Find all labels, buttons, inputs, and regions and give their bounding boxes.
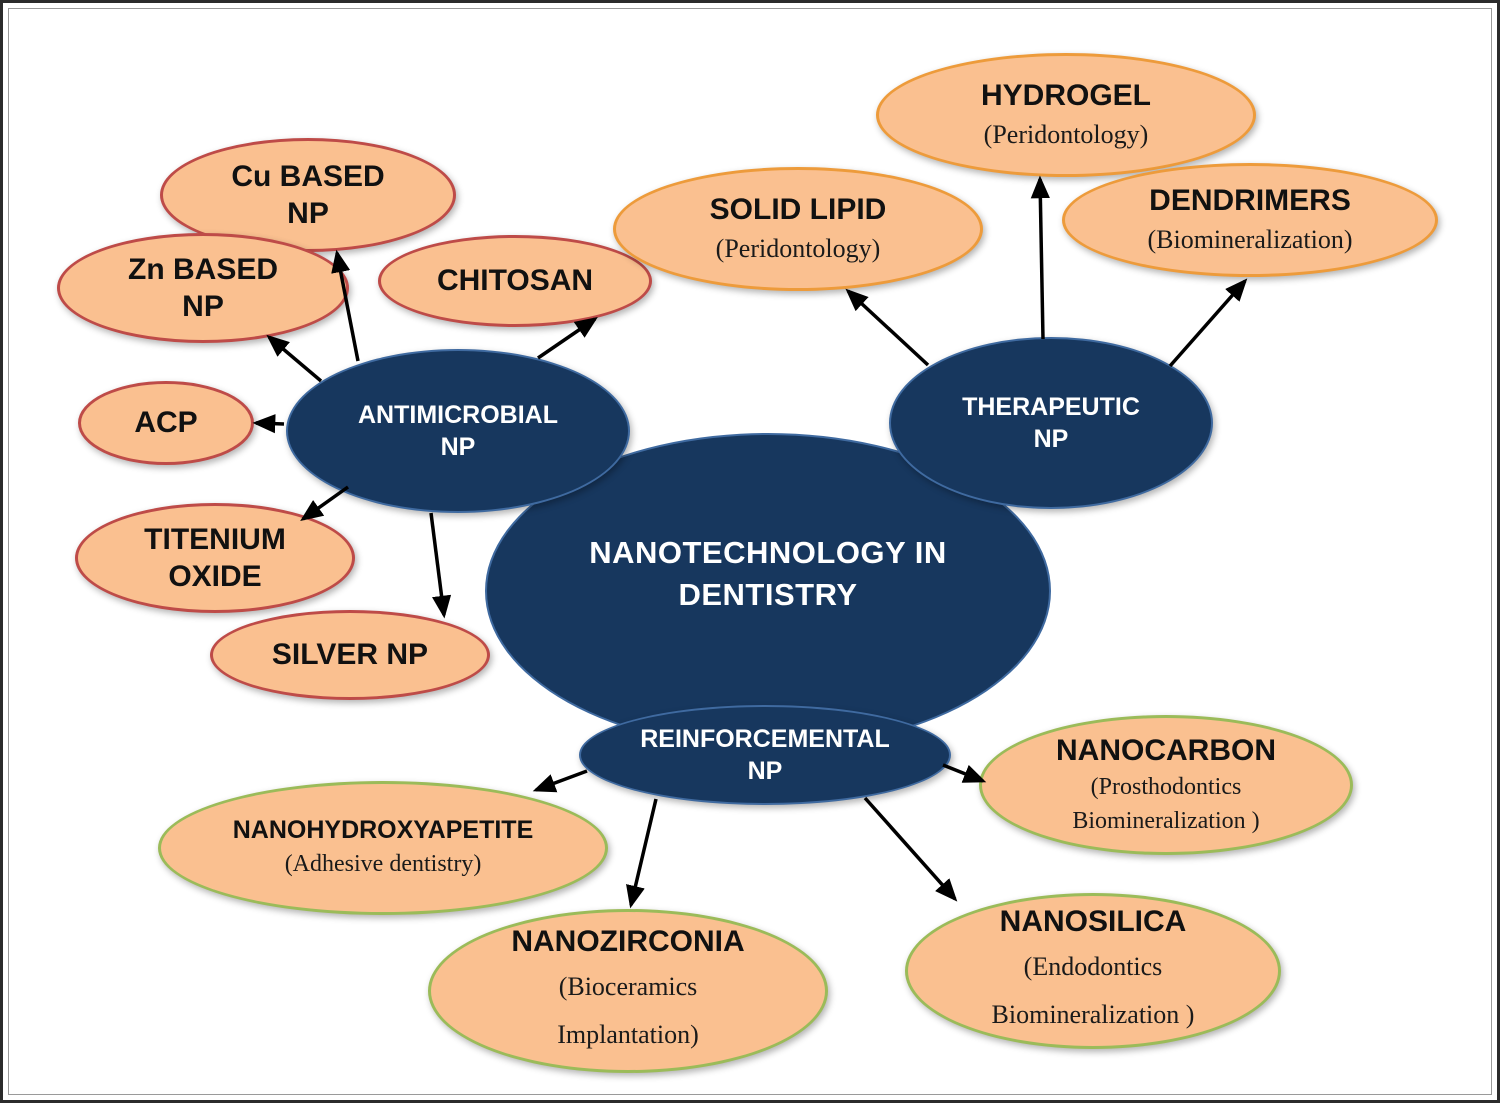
leaf-zn-based-np-label: Zn BASED NP xyxy=(128,252,278,324)
arrow-therapeutic-to-hydrogel xyxy=(1030,175,1050,340)
leaf-dendrimers-sublabel: (Biomineralization) xyxy=(1147,224,1353,254)
leaf-nanocarbon-label: NANOCARBON xyxy=(1056,733,1276,767)
leaf-nanozirconia: NANOZIRCONIA (Bioceramics Implantation) xyxy=(428,909,828,1073)
leaf-nanozirconia-sublabel: (Bioceramics Implantation) xyxy=(557,971,699,1049)
hub-reinforcemental-np: REINFORCEMENTAL NP xyxy=(579,705,951,805)
leaf-nanosilica-label: NANOSILICA xyxy=(999,905,1187,939)
leaf-nanohydroxyapetite: NANOHYDROXYAPETITE (Adhesive dentistry) xyxy=(158,781,608,915)
hub-therapeutic-label: THERAPEUTIC NP xyxy=(962,392,1140,454)
arrow-antimicrobial-to-zn xyxy=(266,334,323,383)
leaf-hydrogel: HYDROGEL (Peridontology) xyxy=(876,53,1256,177)
arrow-reinforcemental-to-nanohydroxyapetite xyxy=(532,769,588,793)
leaf-acp-label: ACP xyxy=(134,406,198,440)
arrow-reinforcemental-to-nanocarbon xyxy=(942,763,987,783)
arrow-therapeutic-to-solid-lipid xyxy=(845,288,930,367)
leaf-solid-lipid: SOLID LIPID (Peridontology) xyxy=(613,167,983,291)
leaf-acp: ACP xyxy=(78,381,254,465)
leaf-dendrimers: DENDRIMERS (Biomineralization) xyxy=(1062,163,1438,277)
hub-reinforcemental-label: REINFORCEMENTAL NP xyxy=(640,724,890,786)
leaf-chitosan: CHITOSAN xyxy=(378,235,652,327)
leaf-nanocarbon: NANOCARBON (Prosthodontics Biomineraliza… xyxy=(979,715,1353,855)
leaf-silver-np: SILVER NP xyxy=(210,610,490,700)
leaf-hydrogel-sublabel: (Peridontology) xyxy=(983,119,1149,149)
leaf-nanozirconia-label: NANOZIRCONIA xyxy=(511,925,745,959)
leaf-cu-based-np-label: Cu BASED NP xyxy=(231,159,385,231)
arrow-therapeutic-to-dendrimers xyxy=(1168,278,1248,368)
leaf-solid-lipid-label: SOLID LIPID xyxy=(709,193,887,227)
leaf-nanosilica-sublabel: (Endodontics Biomineralization ) xyxy=(991,951,1195,1029)
leaf-chitosan-label: CHITOSAN xyxy=(436,264,594,298)
leaf-nanocarbon-sublabel: (Prosthodontics Biomineralization ) xyxy=(1072,774,1260,834)
leaf-hydrogel-label: HYDROGEL xyxy=(980,79,1151,113)
node-center-label: NANOTECHNOLOGY IN DENTISTRY xyxy=(589,535,947,612)
hub-antimicrobial-label: ANTIMICROBIAL NP xyxy=(358,400,558,462)
arrow-antimicrobial-to-silver xyxy=(429,512,452,619)
arrow-reinforcemental-to-nanosilica xyxy=(863,796,958,902)
leaf-nanohydroxyapetite-label: NANOHYDROXYAPETITE xyxy=(232,815,534,844)
leaf-dendrimers-label: DENDRIMERS xyxy=(1149,184,1351,218)
arrow-reinforcemental-to-nanozirconia xyxy=(626,798,658,909)
leaf-zn-based-np: Zn BASED NP xyxy=(57,233,349,343)
arrow-antimicrobial-to-acp xyxy=(252,414,285,434)
leaf-nanosilica: NANOSILICA (Endodontics Biomineralizatio… xyxy=(905,893,1281,1049)
leaf-silver-np-label: SILVER NP xyxy=(271,638,429,672)
leaf-titenium-oxide-label: TITENIUM OXIDE xyxy=(144,522,286,594)
leaf-solid-lipid-sublabel: (Peridontology) xyxy=(715,233,881,263)
leaf-titenium-oxide: TITENIUM OXIDE xyxy=(75,503,355,613)
hub-antimicrobial-np: ANTIMICROBIAL NP xyxy=(286,349,630,513)
hub-therapeutic-np: THERAPEUTIC NP xyxy=(889,337,1213,509)
arrow-antimicrobial-to-titenium-oxide xyxy=(300,485,350,522)
leaf-nanohydroxyapetite-sublabel: (Adhesive dentistry) xyxy=(284,850,482,877)
